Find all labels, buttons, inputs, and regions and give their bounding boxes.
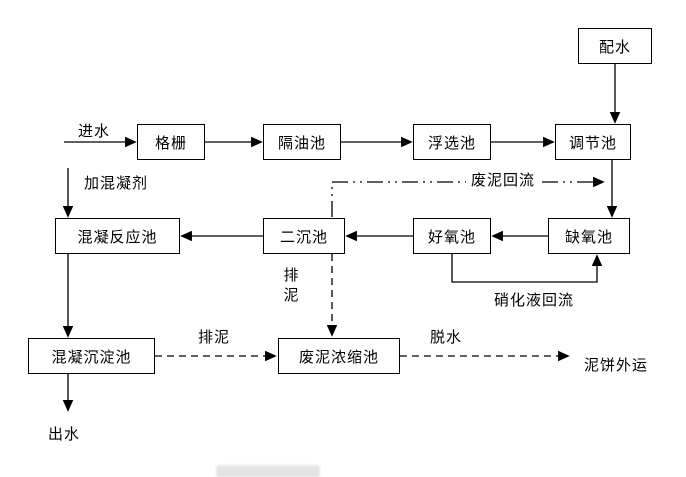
label-nitrified-liquid-return: 硝化液回流 [494, 293, 575, 309]
label-waste-sludge-return: 废泥回流 [466, 172, 541, 190]
watermark-smudge [216, 465, 320, 477]
arrow-nitrified-liquid-return [451, 254, 603, 283]
node-coagulation-reaction-tank: 混凝反应池 [55, 218, 180, 254]
label-dewatering: 脱水 [430, 330, 463, 346]
node-waste-sludge-thickening-tank: 废泥浓缩池 [278, 338, 400, 374]
label-add-coagulant: 加混凝剂 [84, 176, 149, 192]
label-outflow: 出水 [48, 427, 81, 443]
node-secondary-sedimentation-tank: 二沉池 [263, 218, 345, 254]
label-inflow: 进水 [78, 124, 111, 140]
label-sludge-cake-transport-out: 泥饼外运 [584, 358, 649, 374]
node-flotation-tank: 浮选池 [413, 124, 491, 160]
label-sludge-discharge-horizontal: 排泥 [198, 330, 231, 346]
node-water-distribution: 配水 [578, 28, 652, 64]
label-sludge-discharge-vertical: 排泥 [283, 268, 300, 304]
node-anoxic-tank: 缺氧池 [548, 218, 630, 254]
node-coagulation-sedimentation-tank: 混凝沉淀池 [28, 338, 155, 374]
node-oil-separation-tank: 隔油池 [263, 124, 341, 160]
node-aerobic-tank: 好氧池 [413, 218, 491, 254]
node-bar-screen: 格栅 [137, 124, 205, 160]
node-regulation-tank: 调节池 [555, 124, 631, 160]
